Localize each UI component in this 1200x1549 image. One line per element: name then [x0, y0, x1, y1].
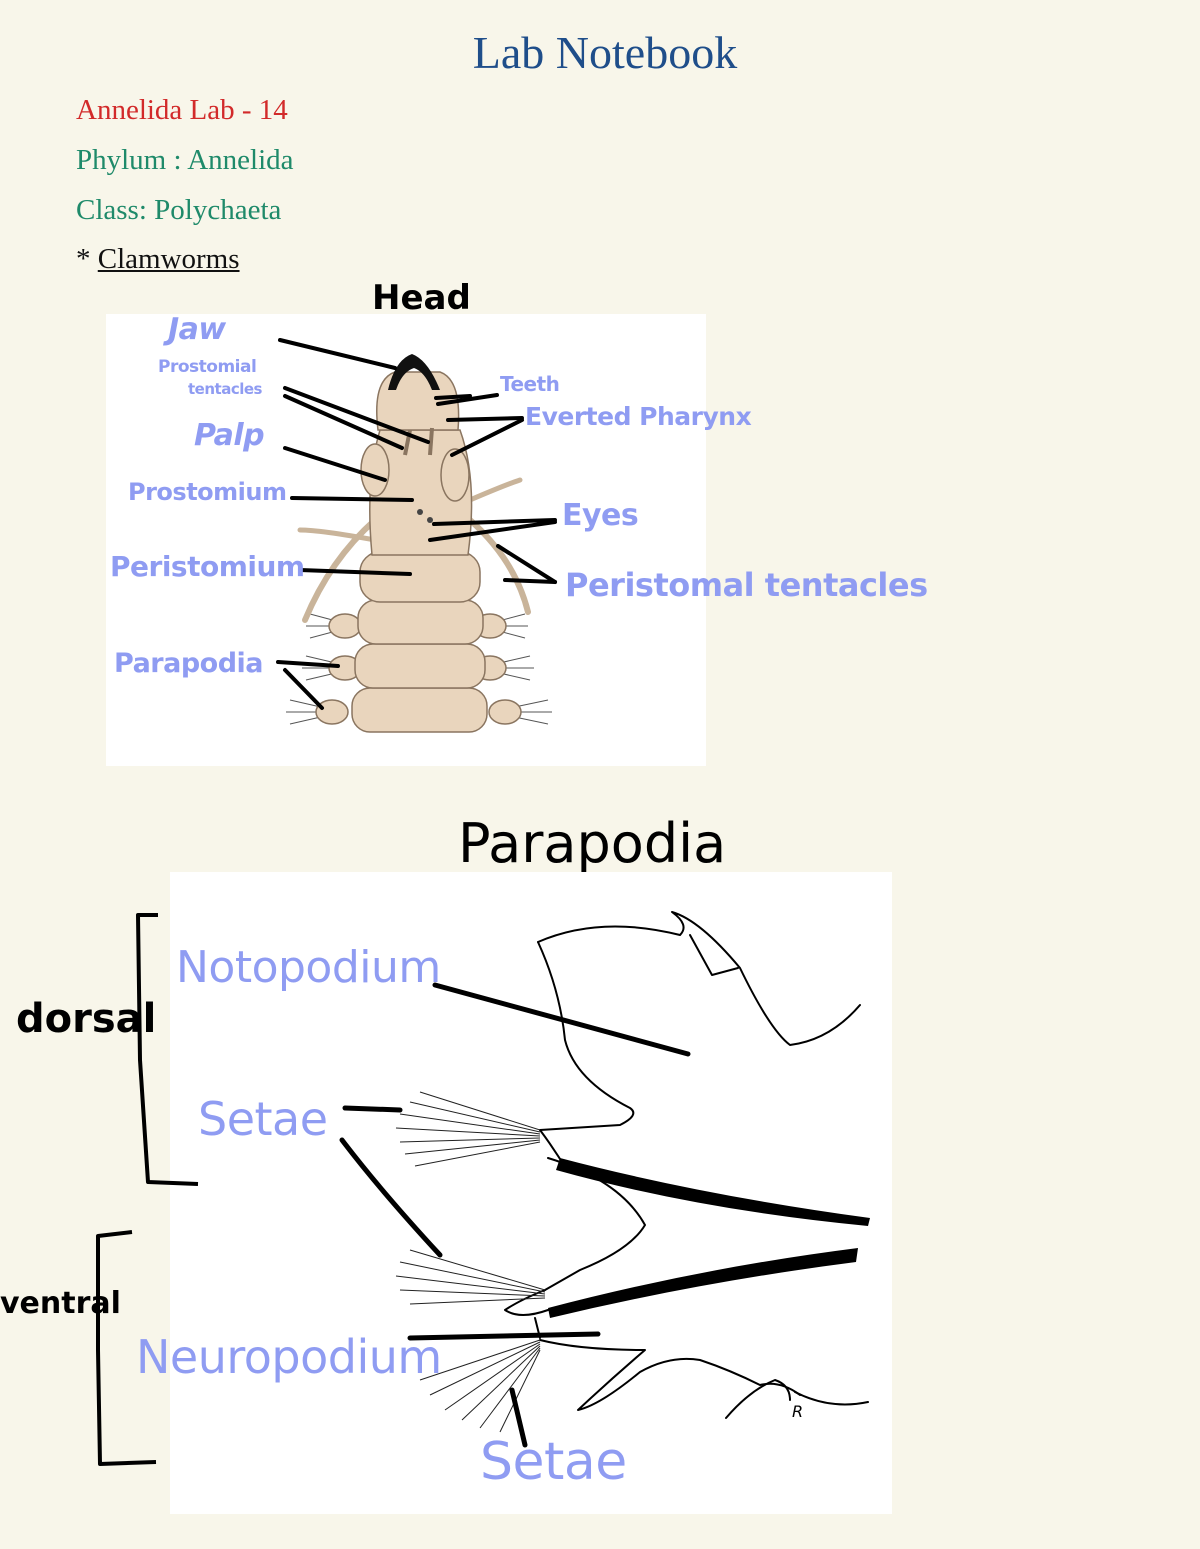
subject-line: * Clamworms: [76, 243, 240, 276]
eyes-label: Eyes: [562, 498, 639, 533]
head-heading: Head: [372, 278, 471, 318]
parapodia-label: Parapodia: [114, 648, 264, 679]
ventral-label: ventral: [0, 1286, 121, 1321]
lab-title: Annelida Lab - 14: [76, 94, 288, 126]
prostomium-label: Prostomium: [128, 478, 287, 506]
everted-pharynx-label: Everted Pharynx: [525, 402, 752, 431]
teeth-label: Teeth: [500, 372, 560, 396]
peristomal-tentacles-label: Peristomal tentacles: [565, 566, 928, 604]
neuropodium-label: Neuropodium: [136, 1330, 442, 1384]
dorsal-label: dorsal: [16, 996, 157, 1042]
prostomial-tentacles-label-2: tentacles: [188, 380, 262, 398]
page-title: Lab Notebook: [472, 27, 738, 78]
peristomium-label: Peristomium: [110, 550, 305, 583]
parapodia-heading: Parapodia: [458, 812, 727, 875]
palp-label: Palp: [194, 418, 265, 453]
jaw-label: Jaw: [168, 312, 226, 347]
phylum-line: Phylum : Annelida: [76, 144, 294, 176]
head-worm-drawing: [276, 338, 557, 733]
parapodia-illustration-panel: [170, 872, 892, 1514]
bullet-star: *: [76, 243, 98, 275]
setae-lower-label: Setae: [480, 1432, 627, 1492]
prostomial-tentacles-label-1: Prostomial: [158, 357, 257, 377]
class-line: Class: Polychaeta: [76, 194, 282, 226]
setae-upper-label: Setae: [198, 1092, 328, 1146]
signature-mark: R: [792, 1402, 804, 1421]
subject-name: Clamworms: [97, 243, 240, 275]
notopodium-label: Notopodium: [176, 942, 441, 993]
